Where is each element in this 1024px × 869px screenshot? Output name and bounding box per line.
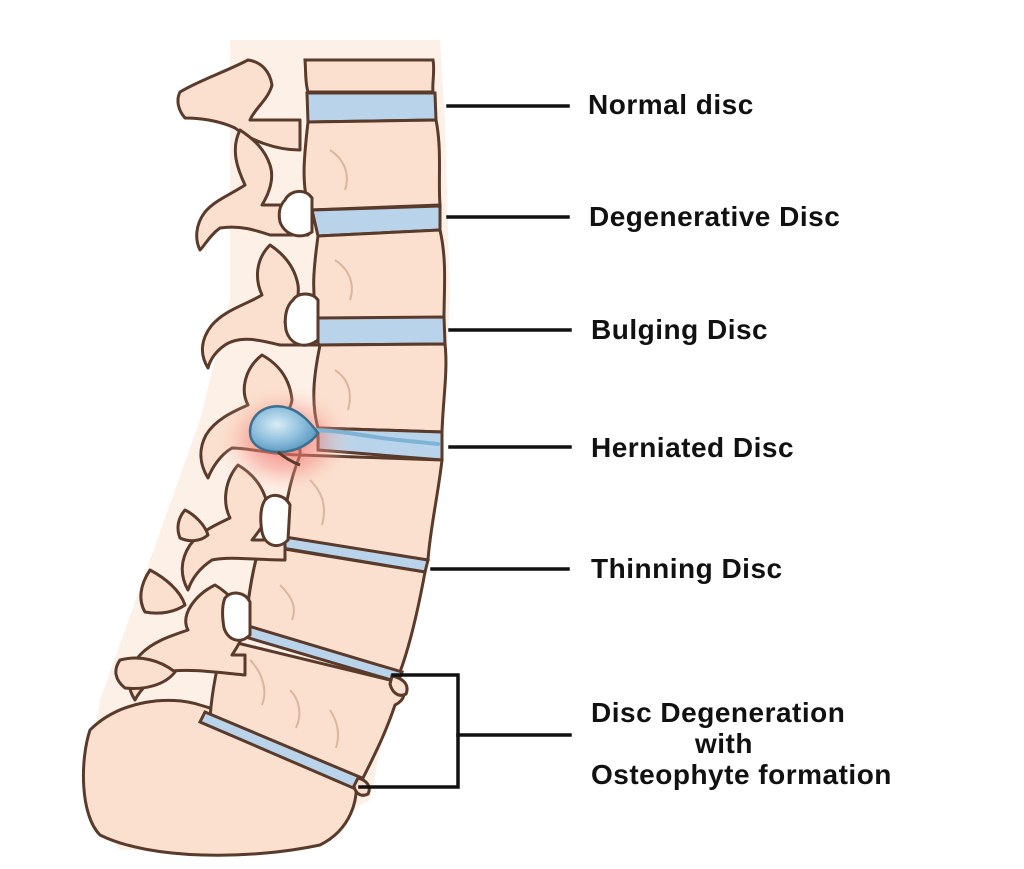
label-thinning-disc: Thinning Disc (591, 553, 783, 584)
disc-normal (305, 91, 438, 124)
label-normal-disc: Normal disc (588, 89, 754, 120)
label-osteophyte-formation: Disc Degeneration with Osteophyte format… (588, 697, 928, 790)
vertebra-1 (303, 58, 436, 94)
disc-bulging (308, 315, 447, 347)
label-osteophyte-line3: Osteophyte formation (591, 759, 892, 790)
vertebra-3 (312, 228, 447, 322)
label-herniated-disc: Herniated Disc (591, 432, 795, 463)
label-bulging-disc: Bulging Disc (591, 314, 769, 345)
vertebra-2 (302, 118, 442, 212)
leader-lines (358, 104, 572, 789)
herniated-nucleus (248, 405, 320, 454)
label-osteophyte-line1: Disc Degeneration (591, 697, 846, 728)
leader-bracket (358, 673, 460, 789)
herniation-tail (308, 428, 440, 446)
label-osteophyte-line2: with (695, 728, 753, 759)
herniation-nerve-root (277, 450, 301, 467)
osteophyte-spurs (352, 674, 409, 797)
bone-texture (249, 149, 353, 749)
label-degenerative-disc: Degenerative Disc (589, 201, 841, 232)
foramina (221, 190, 320, 642)
